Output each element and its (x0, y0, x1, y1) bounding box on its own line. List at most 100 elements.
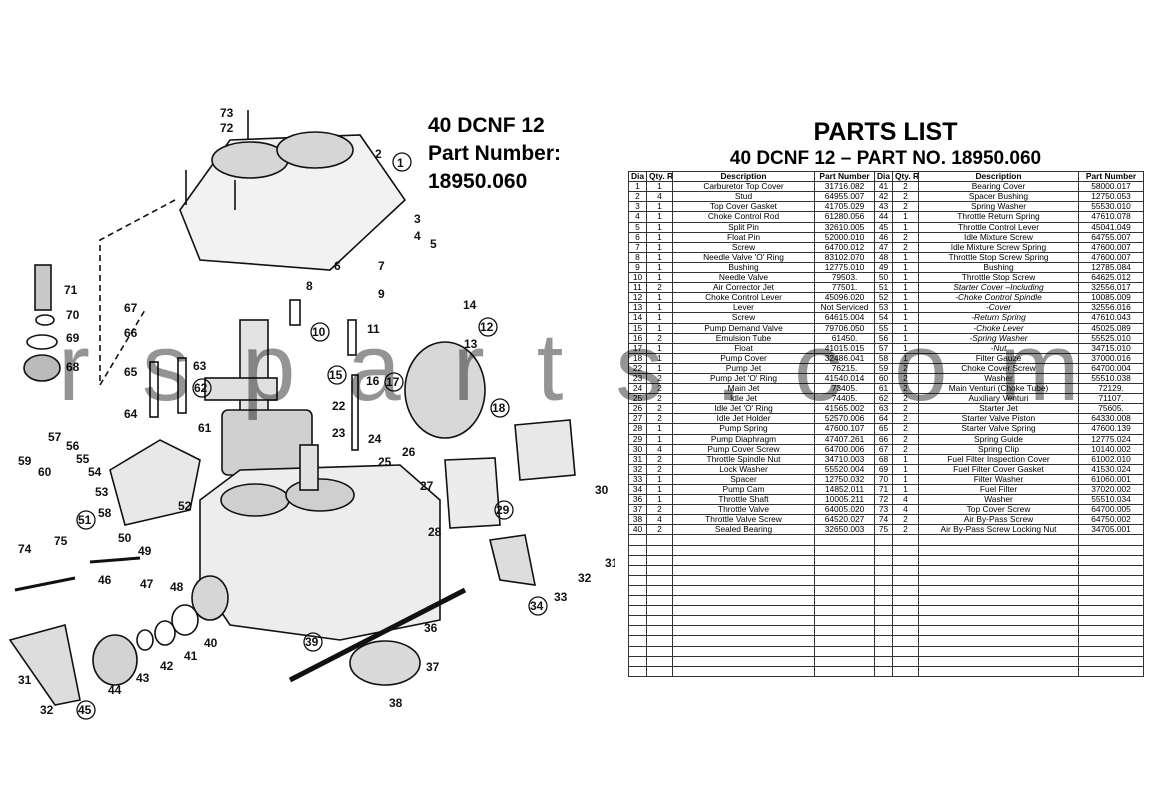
blank-cell (646, 615, 673, 627)
cell-dia: 47 (874, 241, 893, 253)
cell-desc: Spacer (672, 473, 815, 486)
cell-qty: 2 (892, 413, 919, 425)
cell-qty: 1 (646, 251, 673, 263)
cell-qty: 1 (646, 322, 673, 334)
cell-part: 55510.034 (1078, 494, 1144, 506)
cell-desc: Idle Jet (672, 393, 815, 405)
blank-cell (814, 645, 875, 657)
callout-30: 30 (595, 483, 609, 497)
cell-qty: 1 (892, 261, 919, 274)
blank-row (628, 635, 1144, 647)
cell-desc: Throttle Return Spring (918, 211, 1079, 223)
cell-qty: 1 (646, 231, 673, 243)
cell-dia: 36 (628, 494, 647, 506)
cell-qty: 2 (892, 403, 919, 415)
blank-row (628, 605, 1144, 617)
cell-part: 64755.007 (1078, 231, 1144, 243)
cell-qty: 4 (892, 504, 919, 516)
cell-part: 55525.010 (1078, 332, 1144, 344)
callout-71: 71 (64, 283, 78, 297)
cell-desc: Top Cover Screw (918, 504, 1079, 516)
cell-desc: Screw (672, 241, 815, 253)
cell-dia: 18 (628, 352, 647, 364)
cell-qty: 1 (646, 221, 673, 233)
blank-cell (892, 534, 919, 546)
cell-part: 32486.041 (814, 352, 875, 364)
cell-dia: 27 (628, 413, 647, 425)
callout-51: 51 (78, 513, 92, 527)
cell-qty: 1 (646, 433, 673, 445)
callout-42: 42 (160, 659, 174, 673)
cell-dia: 9 (628, 261, 647, 274)
cell-dia: 58 (874, 352, 893, 364)
callout-60: 60 (38, 465, 52, 479)
cell-qty: 2 (892, 524, 919, 536)
blank-cell (628, 544, 647, 556)
callout-64: 64 (124, 407, 138, 421)
blank-cell (646, 655, 673, 667)
cell-part: 32610.005 (814, 221, 875, 233)
cell-desc: Needle Valve (672, 272, 815, 284)
cell-qty: 1 (892, 352, 919, 364)
cell-desc: Idle Jet 'O' Ring (672, 403, 815, 415)
cell-part: 47600.007 (1078, 241, 1144, 253)
blank-cell (628, 655, 647, 667)
cell-part: 64700.006 (814, 443, 875, 455)
blank-cell (892, 665, 919, 677)
blank-cell (874, 584, 893, 597)
cell-desc: Choke Cover Screw (918, 362, 1079, 374)
callout-5: 5 (430, 237, 437, 251)
cell-qty: 4 (892, 494, 919, 506)
cell-desc: Washer (918, 372, 1079, 385)
cell-part: 12785.084 (1078, 261, 1144, 274)
blank-cell (918, 574, 1079, 586)
blank-cell (918, 615, 1079, 627)
blank-row (628, 615, 1144, 627)
cell-part: 45041.049 (1078, 221, 1144, 233)
callout-67: 67 (124, 301, 138, 315)
blank-cell (628, 615, 647, 627)
cell-desc: Bearing Cover (918, 181, 1079, 193)
cell-desc: -Return Spring (918, 312, 1079, 324)
blank-cell (672, 595, 815, 607)
callout-68: 68 (66, 360, 80, 374)
blank-cell (814, 595, 875, 607)
blank-cell (672, 635, 815, 647)
header-dia: Dia No. (874, 170, 893, 183)
cell-dia: 74 (874, 514, 893, 526)
blank-cell (1078, 625, 1144, 637)
blank-cell (814, 564, 875, 576)
cell-qty: 1 (892, 221, 919, 233)
cell-qty: 2 (646, 383, 673, 395)
blank-row (628, 645, 1144, 657)
cell-part: 58000.017 (1078, 181, 1144, 193)
cell-qty: 1 (892, 342, 919, 354)
blank-cell (892, 554, 919, 566)
cell-dia: 3 (628, 201, 647, 213)
cell-dia: 30 (628, 443, 647, 455)
callout-23: 23 (332, 426, 346, 440)
cell-qty: 2 (892, 383, 919, 395)
cell-desc: Air By-Pass Screw Locking Nut (918, 524, 1079, 536)
exploded-carburetor-diagram: 73 72 2 1 3 4 5 6 7 8 9 71 70 69 68 67 6… (8, 106, 615, 720)
blank-cell (628, 554, 647, 566)
cell-part: 10085.009 (1078, 292, 1144, 304)
cell-part: 52000.010 (814, 231, 875, 243)
callout-4: 4 (414, 229, 421, 243)
table-header-row: Dia No. Qty. Req'd Description Part Numb… (628, 170, 1144, 183)
cell-dia: 4 (628, 211, 647, 223)
cell-desc: Spring Guide (918, 433, 1079, 445)
cell-qty: 1 (646, 494, 673, 506)
cell-part: 14852.011 (814, 484, 875, 496)
blank-cell (918, 625, 1079, 637)
cell-dia: 69 (874, 463, 893, 475)
